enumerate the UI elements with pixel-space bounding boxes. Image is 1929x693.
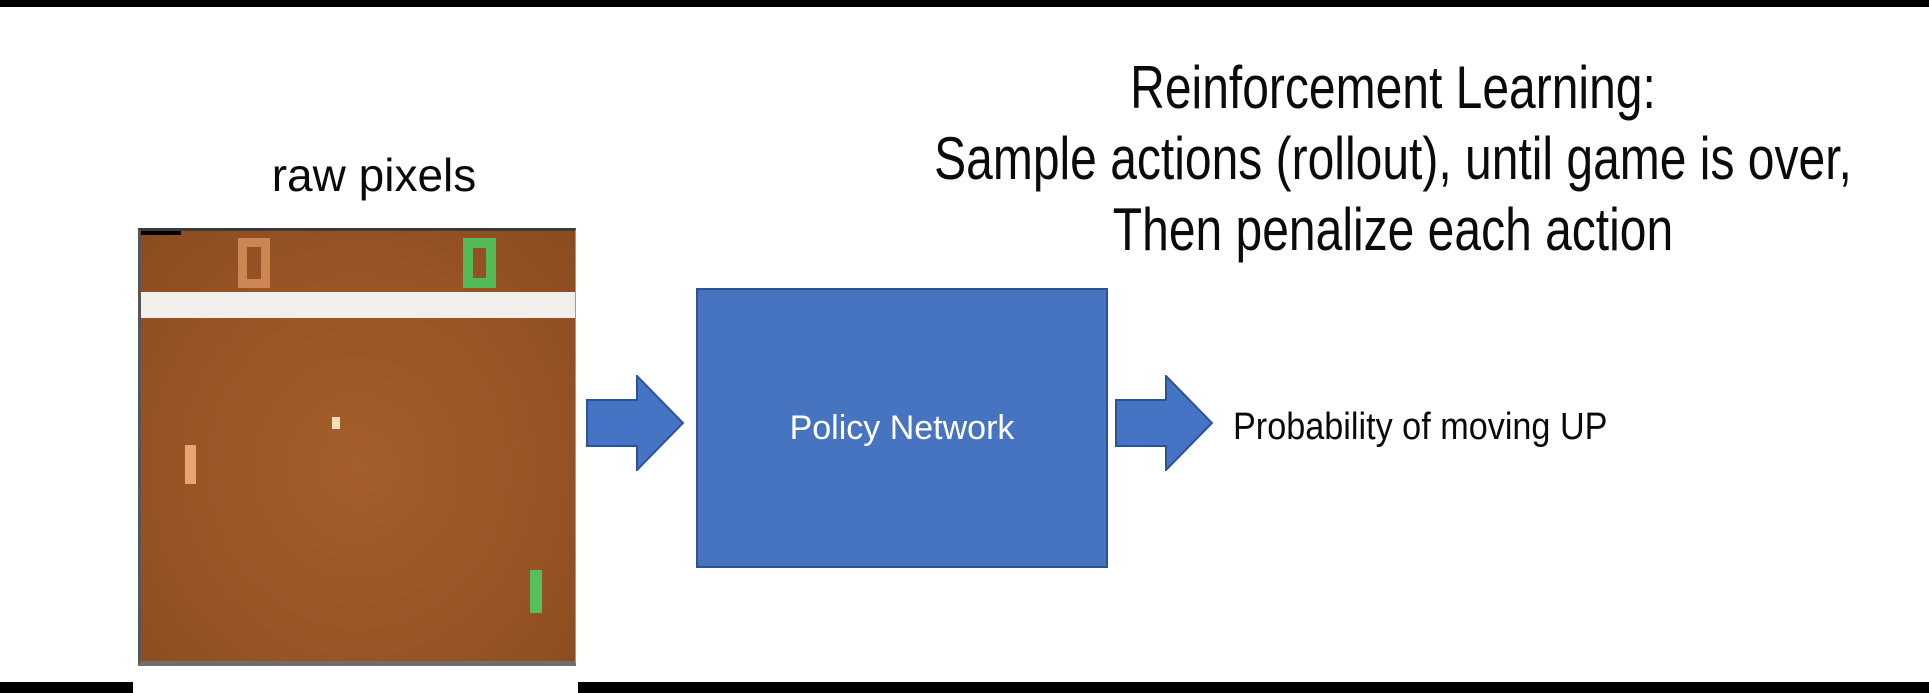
policy-network-box: Policy Network: [696, 288, 1108, 568]
pong-top-wall: [141, 292, 575, 318]
top-frame-bar: [0, 0, 1929, 7]
pong-ball: [332, 417, 340, 429]
pong-right-paddle: [530, 570, 542, 613]
headline-line-1: Reinforcement Learning:: [1130, 54, 1656, 121]
headline-line-3: Then penalize each action: [1112, 196, 1674, 263]
output-arrow-icon: [1115, 375, 1213, 471]
policy-network-label: Policy Network: [789, 408, 1015, 447]
probability-output-label: Probability of moving UP: [1233, 406, 1608, 448]
input-arrow-icon: [586, 375, 684, 471]
pong-corner-tick: [141, 231, 181, 235]
headline-text: Reinforcement Learning: Sample actions (…: [929, 52, 1857, 265]
output-arrow-shape: [1115, 375, 1213, 471]
input-arrow-shape: [586, 375, 684, 471]
bottom-frame-bar-left: [0, 682, 133, 693]
pong-left-paddle: [185, 445, 196, 484]
pong-right-score-digit: [463, 238, 496, 288]
headline-line-2: Sample actions (rollout), until game is …: [934, 125, 1852, 192]
pong-left-score-digit: [238, 238, 270, 288]
raw-pixels-label: raw pixels: [271, 149, 477, 201]
bottom-frame-bar-right: [578, 682, 1929, 693]
pong-game-screenshot: [138, 228, 576, 666]
